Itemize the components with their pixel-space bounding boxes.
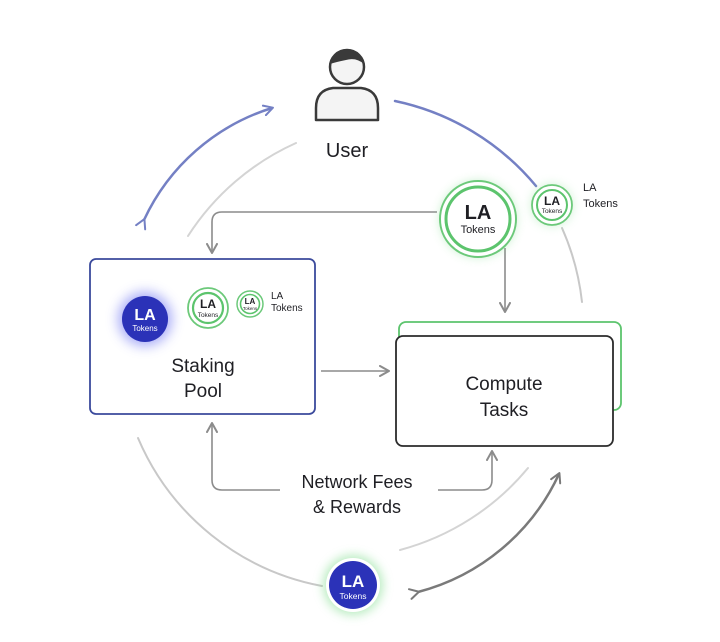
svg-text:Tokens: Tokens [198,312,219,319]
token-coin-blue-bottom: LA Tokens [323,555,383,615]
token-coin-large-green: LA Tokens [439,180,517,258]
cycle-arc-user-to-left [187,142,297,237]
svg-text:Tokens: Tokens [132,324,157,333]
token-label-symbol-right: LA [583,182,597,194]
svg-text:LA: LA [544,194,560,208]
compute-tasks-label-line1: Compute [465,374,542,395]
cycle-arc-user-to-right [393,99,538,188]
token-coin-green-staking: LA Tokens [187,287,229,329]
user-label: User [326,140,369,162]
cycle-arc-right-side [561,227,583,303]
fees-loop-right [438,450,498,491]
token-coin-blue-staking: LA Tokens [118,292,172,346]
staking-pool-label-line1: Staking [171,356,234,377]
svg-text:Tokens: Tokens [243,306,258,311]
compute-tasks-box[interactable] [395,335,614,447]
token-label-name-staking: Tokens [271,303,303,314]
svg-text:LA: LA [200,297,216,311]
token-coin-tiny-green-staking: LA Tokens [236,290,264,318]
svg-text:LA: LA [134,307,156,324]
fees-loop-left [206,422,280,491]
token-compute-double-arrow [407,472,562,600]
token-label-name-right: Tokens [583,198,618,210]
token-coin-small-green-right: LA Tokens [531,184,573,226]
token-label-symbol-staking: LA [271,291,284,302]
cycle-arc-left-bottom [137,437,323,587]
staking-pool-label-line2: Pool [184,381,222,402]
svg-text:LA: LA [465,202,492,224]
svg-text:LA: LA [342,572,365,591]
fees-label-line1: Network Fees [301,472,412,492]
cycle-arc-bottom-right-inner [399,467,529,551]
user-icon [314,48,380,122]
svg-text:LA: LA [245,297,256,306]
svg-text:Tokens: Tokens [340,591,367,601]
svg-text:Tokens: Tokens [461,224,496,236]
user-staking-double-arrow [135,104,274,231]
token-to-staking-connector [206,211,437,254]
fees-label-line2: & Rewards [313,497,401,517]
compute-tasks-label-line2: Tasks [480,400,529,421]
svg-text:Tokens: Tokens [542,208,563,215]
